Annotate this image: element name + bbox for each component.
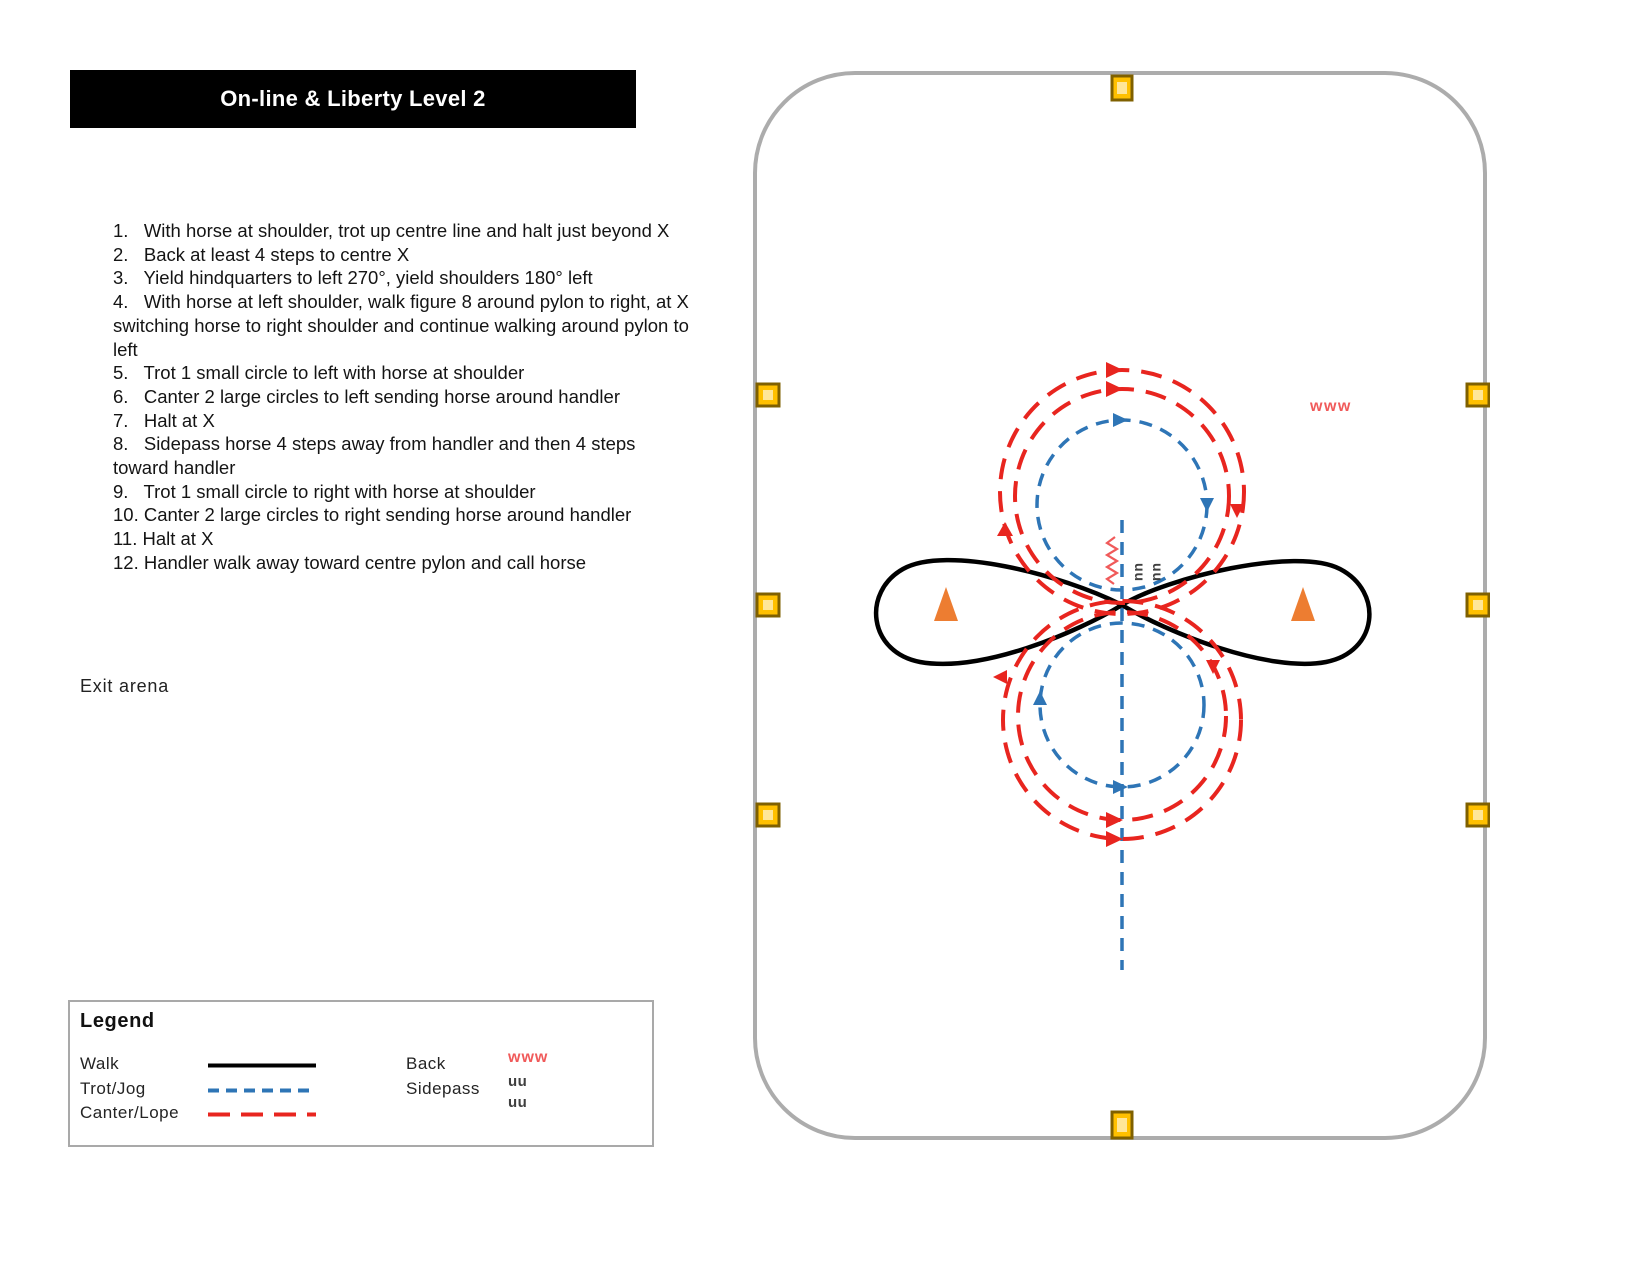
instructions-list: 1. With horse at shoulder, trot up centr… bbox=[113, 219, 696, 575]
legend: Legend Walk Trot/Jog Canter/Lope Back Si… bbox=[68, 1000, 654, 1147]
marker-inner bbox=[763, 810, 773, 820]
sidepass-mark-1: uu bbox=[1132, 563, 1148, 582]
instruction-item-10: 10. Canter 2 large circles to right send… bbox=[113, 504, 632, 526]
canter-arrow-bottom-left bbox=[993, 670, 1007, 684]
canter-arrow-top-right bbox=[1230, 504, 1244, 518]
pylon-left bbox=[934, 587, 958, 621]
back-squiggle-mark bbox=[1104, 536, 1120, 585]
canter-arrow-top-left bbox=[997, 522, 1013, 536]
legend-trot-label: Trot/Jog bbox=[80, 1079, 146, 1098]
canter-arrows bbox=[993, 362, 1244, 847]
instruction-item-4: 4. With horse at left shoulder, walk fig… bbox=[113, 291, 695, 360]
canter-arrow-bottom-right bbox=[1206, 660, 1220, 674]
sidepass-mark-2: uu bbox=[1150, 563, 1166, 582]
page-title: On-line & Liberty Level 2 bbox=[220, 86, 486, 111]
pylons bbox=[934, 587, 1315, 621]
instruction-item-3: 3. Yield hindquarters to left 270°, yiel… bbox=[113, 267, 593, 289]
marker-inner bbox=[1117, 82, 1127, 94]
instruction-item-8: 8. Sidepass horse 4 steps away from hand… bbox=[113, 433, 641, 479]
legend-canter-line-sample bbox=[208, 1112, 316, 1117]
legend-back-symbol: www bbox=[508, 1049, 549, 1066]
back-mark-text: www bbox=[1309, 398, 1352, 415]
trot-circle-bottom bbox=[1038, 621, 1206, 789]
instruction-item-6: 6. Canter 2 large circles to left sendin… bbox=[113, 385, 620, 407]
canter-arrow-bottom-outer-bottom bbox=[1106, 831, 1123, 847]
instruction-item-5: 5. Trot 1 small circle to left with hors… bbox=[113, 362, 525, 384]
marker-inner bbox=[1117, 1118, 1127, 1132]
trot-arrows bbox=[1033, 413, 1214, 794]
trot-arrow-top-circle-right bbox=[1200, 498, 1214, 512]
trot-arrow-bottom-circle-left bbox=[1033, 691, 1047, 705]
exit-arena-label: Exit arena bbox=[80, 676, 170, 696]
legend-title: Legend bbox=[80, 1010, 155, 1032]
legend-trot-line-sample bbox=[208, 1088, 316, 1093]
trot-arrow-top-circle-top bbox=[1113, 413, 1128, 427]
instruction-item-1: 1. With horse at shoulder, trot up centr… bbox=[113, 220, 670, 241]
canter-arrow-bottom-inner-bottom bbox=[1106, 812, 1123, 828]
title-banner: On-line & Liberty Level 2 bbox=[70, 70, 636, 128]
instruction-item-11: 11. Halt at X bbox=[113, 528, 214, 550]
canter-arrow-top-inner-top bbox=[1106, 381, 1123, 397]
legend-sidepass-label: Sidepass bbox=[406, 1079, 480, 1098]
instruction-item-7: 7. Halt at X bbox=[113, 409, 215, 431]
legend-walk-label: Walk bbox=[80, 1054, 120, 1073]
legend-walk-line-sample bbox=[208, 1063, 316, 1068]
trot-arrow-bottom-circle-bottom bbox=[1113, 780, 1128, 794]
marker-inner bbox=[1473, 600, 1483, 610]
marker-inner bbox=[1473, 810, 1483, 820]
legend-canter-label: Canter/Lope bbox=[80, 1103, 180, 1122]
arena-diagram: uu uu www bbox=[753, 71, 1490, 1140]
canter-circle-bottom-inner bbox=[1016, 610, 1228, 822]
legend-back-label: Back bbox=[406, 1054, 446, 1073]
marker-inner bbox=[763, 390, 773, 400]
marker-inner bbox=[763, 600, 773, 610]
pylon-right bbox=[1291, 587, 1315, 621]
legend-sidepass-symbol-1: uu bbox=[508, 1073, 528, 1090]
marker-inner bbox=[1473, 390, 1483, 400]
fence-marker-inners bbox=[763, 82, 1483, 1132]
legend-sidepass-symbol-2: uu bbox=[508, 1094, 528, 1111]
instruction-item-2: 2. Back at least 4 steps to centre X bbox=[113, 243, 410, 265]
canter-arrow-top-outer-top bbox=[1106, 362, 1123, 378]
instruction-item-9: 9. Trot 1 small circle to right with hor… bbox=[113, 480, 536, 502]
canter-circle-bottom-outer bbox=[1001, 599, 1243, 841]
instruction-item-12: 12. Handler walk away toward centre pylo… bbox=[113, 551, 587, 573]
